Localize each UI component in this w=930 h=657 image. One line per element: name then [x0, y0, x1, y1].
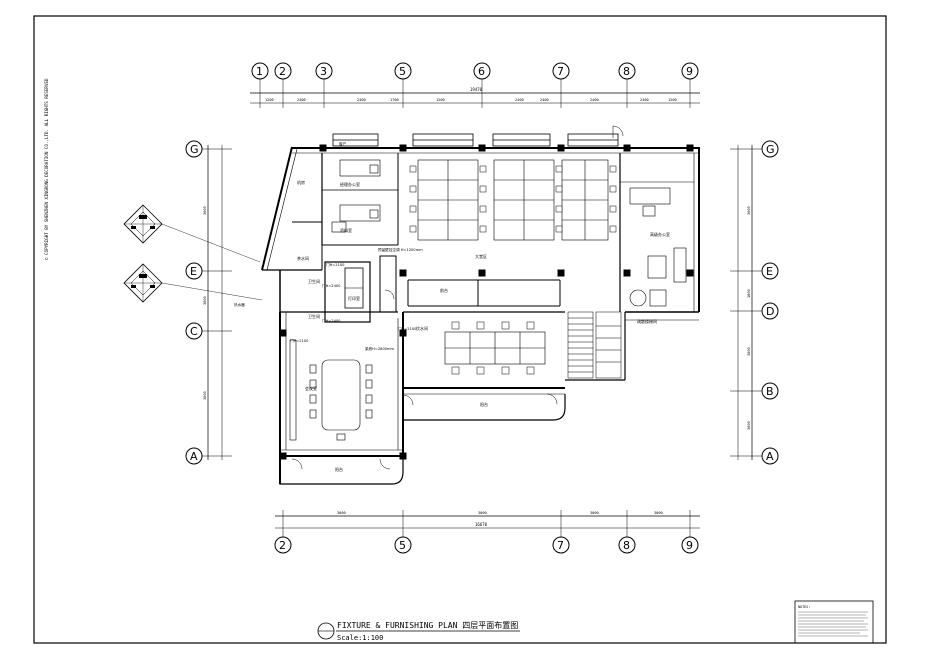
drawing-title: FIXTURE & FURNISHING PLAN 四层平面布置图 Scale:…	[317, 620, 520, 642]
right-dim-seg-3: 3000	[747, 347, 751, 356]
building-walls	[261, 144, 700, 485]
meeting-table	[289, 339, 373, 441]
annotation-heater: 热水器	[234, 302, 245, 307]
top-windows	[332, 133, 619, 147]
annotation-cabinet-height: 预留壁挂空调 H=1200mm	[378, 247, 423, 252]
top-dim-seg-6: 2400	[515, 98, 524, 102]
room-label-pantry: 茶水间	[297, 255, 309, 261]
room-label-main-office: 大堂区	[475, 253, 487, 259]
grid-label-top-2: 2	[279, 65, 286, 78]
top-dim-seg-1: 1200	[265, 98, 274, 102]
annotation-door-2400-a: 门H=2400	[322, 283, 341, 288]
grid-label-top-3: 3	[320, 65, 327, 78]
top-grid-axes: 19470 1 2 3 5 6 7 8 9 1200 2400 2400 170…	[250, 62, 700, 108]
room-label-toilet-women: 卫生间	[308, 313, 320, 319]
grid-label-right-B: B	[766, 385, 774, 398]
left-dim-seg-3: 3000	[203, 391, 207, 400]
top-dim-seg-9: 2400	[640, 98, 649, 102]
workstation-chairs-lower	[451, 321, 535, 375]
sheet-border	[33, 15, 887, 644]
annotation-door-2100-b: 门H=2100	[290, 338, 309, 343]
copyright-note: © COPYRIGHT BY SHENZHEN XINGRONG DECORAT…	[44, 78, 49, 260]
top-dim-seg-3: 2400	[357, 98, 366, 102]
right-dim-seg-2: 1800	[747, 289, 751, 298]
grid-label-top-6: 6	[478, 65, 485, 78]
room-label-meeting: 会议室	[305, 385, 317, 391]
grid-label-right-G: G	[766, 143, 775, 156]
grid-label-right-A: A	[766, 450, 774, 463]
right-dim-seg-1: 3000	[747, 206, 751, 215]
bottom-dim-seg-4: 3000	[654, 511, 663, 515]
grid-label-bottom-7: 7	[557, 539, 564, 552]
room-label-archive: 资料室	[340, 227, 352, 233]
left-dim-seg-2: 3000	[203, 296, 207, 305]
grid-label-left-G: G	[190, 143, 199, 156]
grid-label-bottom-8: 8	[623, 539, 630, 552]
right-dim-seg-4: 3000	[747, 421, 751, 430]
grid-label-right-E: E	[766, 265, 773, 278]
stairs	[567, 311, 622, 379]
grid-label-top-7: 7	[557, 65, 564, 78]
grid-label-left-C: C	[190, 325, 198, 338]
bottom-dim-seg-3: 3000	[590, 511, 599, 515]
bottom-grid-axes: 16670 2 5 7 8 9 3000 3000 3000 3000	[274, 510, 700, 554]
top-dim-seg-4: 1700	[390, 98, 399, 102]
room-label-water: 饮水间	[416, 325, 428, 331]
top-dim-seg-2: 2400	[297, 98, 306, 102]
annotations: 预留壁挂空调 H=1200mm 门H=2100 门H=2400 门H=2400 …	[234, 141, 423, 351]
title-block-header: NOTES:	[798, 605, 810, 609]
room-label-balcony-bottom: 阳台	[335, 466, 343, 472]
room-label-manager: 经理办公室	[340, 181, 360, 187]
grid-label-top-8: 8	[623, 65, 630, 78]
grid-label-bottom-5: 5	[399, 539, 406, 552]
right-grid-axes: G E D B A 3000 1800 3000 3000	[730, 140, 779, 465]
annotation-door-2100-c: 门H=2100	[398, 326, 417, 331]
drawing-scale-text: Scale:1:100	[337, 634, 383, 642]
room-label-exit-corridor: 疏散楼梯间	[637, 318, 657, 324]
grid-label-left-A: A	[190, 450, 198, 463]
top-dim-total: 19470	[470, 87, 483, 92]
room-labels: 经理办公室 机房 资料室 茶水间 大堂区 高级办公室 前台 会议室 打印室 卫生…	[297, 179, 670, 472]
room-label-reception: 前台	[440, 287, 448, 293]
grid-label-bottom-2: 2	[279, 539, 286, 552]
door-swings	[291, 125, 624, 470]
grid-label-top-5: 5	[399, 65, 406, 78]
grid-label-bottom-9: 9	[686, 539, 693, 552]
bottom-dim-total: 16670	[475, 522, 488, 527]
annotation-door-2400-b: 门H=2400	[322, 318, 341, 323]
workstations-upper	[417, 159, 609, 241]
drawing-title-text: FIXTURE & FURNISHING PLAN 四层平面布置图	[337, 620, 518, 630]
annotation-door-2100-a: 门H=2100	[326, 262, 345, 267]
bottom-dim-seg-1: 3000	[337, 511, 346, 515]
left-grid-axes: G E C A 3000 3000 3000	[185, 140, 232, 465]
top-dim-seg-8: 2400	[590, 98, 599, 102]
grid-label-top-9: 9	[686, 65, 693, 78]
senior-office-furniture	[629, 187, 687, 307]
top-dim-seg-10: 1200	[668, 98, 677, 102]
bottom-dim-seg-2: 3000	[478, 511, 487, 515]
room-label-machine: 机房	[297, 179, 305, 185]
workstation-chairs-upper	[409, 165, 617, 233]
manager-office-furniture	[331, 159, 381, 233]
grid-label-right-D: D	[766, 305, 774, 318]
room-label-senior-office: 高级办公室	[650, 231, 670, 237]
left-dim-seg-1: 3000	[203, 206, 207, 215]
grid-label-left-E: E	[190, 265, 197, 278]
grid-label-top-1: 1	[256, 65, 263, 78]
top-dim-seg-5: 1200	[436, 98, 445, 102]
annotation-window: 窗户	[339, 141, 347, 146]
top-dim-seg-7: 2400	[540, 98, 549, 102]
room-label-balcony-top: 阳台	[480, 401, 488, 407]
detail-callout-2	[123, 263, 263, 303]
room-label-print: 打印室	[348, 295, 360, 301]
room-label-toilet-men: 卫生间	[308, 278, 320, 284]
detail-callout-1	[123, 204, 261, 263]
title-block: NOTES:	[794, 600, 874, 644]
workstations-lower	[444, 331, 546, 365]
annotation-beam: 梁底H=2800mm	[365, 346, 395, 351]
